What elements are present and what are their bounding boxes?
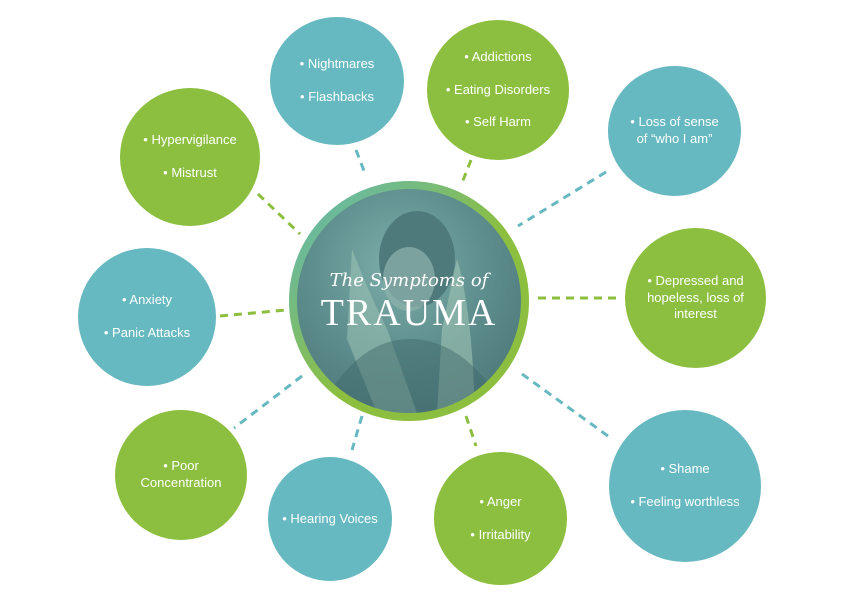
symptom-line: • Loss of sense xyxy=(630,114,719,130)
connector-identity xyxy=(517,170,607,228)
connector-voices xyxy=(350,415,364,451)
photo-shoulders xyxy=(317,339,507,413)
symptom-nightmares: • Nightmares • Flashbacks xyxy=(270,17,404,145)
symptom-line: Concentration xyxy=(140,475,222,490)
symptom-line: • Feeling worthless xyxy=(630,494,740,509)
photo-left-arm xyxy=(347,249,417,413)
center-title: TRAUMA xyxy=(320,292,498,334)
photo-right-arm xyxy=(437,259,475,413)
symptom-line: • Poor xyxy=(163,458,199,474)
symptom-shame: • Shame • Feeling worthless xyxy=(609,410,761,562)
symptom-anger: • Anger • Irritability xyxy=(434,452,567,585)
connector-concentration xyxy=(233,374,303,430)
symptom-line: • Mistrust xyxy=(163,165,217,180)
distressed-person-image xyxy=(317,211,507,413)
symptom-addictions: • Addictions • Eating Disorders • Self H… xyxy=(427,20,569,160)
symptom-line: • Hearing Voices xyxy=(282,510,378,526)
symptom-anxiety: • Anxiety • Panic Attacks xyxy=(78,248,216,386)
symptom-line: • Depressed and xyxy=(647,272,744,288)
connector-nightmares xyxy=(354,149,368,177)
symptom-line: • Addictions xyxy=(464,48,532,64)
symptom-hearing-voices: • Hearing Voices xyxy=(268,457,392,581)
symptom-line: • Shame xyxy=(660,461,710,477)
symptom-line: • Hypervigilance xyxy=(143,132,237,148)
symptom-line: • Irritability xyxy=(470,526,531,542)
symptom-line: • Self Harm xyxy=(465,114,531,130)
connector-hypervigilance xyxy=(256,192,302,236)
symptom-identity-loss: • Loss of sense of “who I am” xyxy=(608,66,741,196)
symptom-line: • Flashbacks xyxy=(300,89,374,104)
symptom-line: hopeless, loss of xyxy=(647,289,744,305)
symptom-line: • Nightmares xyxy=(299,56,375,72)
symptom-line: of “who I am” xyxy=(636,131,713,146)
symptom-depressed: • Depressed and hopeless, loss of intere… xyxy=(625,228,766,368)
symptom-line: • Panic Attacks xyxy=(103,325,191,340)
symptom-line: • Anger xyxy=(479,493,522,509)
center-subtitle: The Symptoms of xyxy=(329,270,489,291)
connector-shame xyxy=(521,372,609,438)
connector-anxiety xyxy=(219,308,287,318)
photo-face xyxy=(383,247,435,311)
symptom-line: • Eating Disorders xyxy=(445,81,551,97)
symptom-line: interest xyxy=(674,306,717,322)
symptom-poor-concentration: • Poor Concentration xyxy=(115,410,247,540)
connector-anger xyxy=(464,415,478,447)
center-photo xyxy=(297,189,521,413)
symptom-line: • Anxiety xyxy=(121,292,173,308)
symptom-hypervigilance: • Hypervigilance • Mistrust xyxy=(120,88,260,226)
connector-addictions xyxy=(460,159,473,184)
